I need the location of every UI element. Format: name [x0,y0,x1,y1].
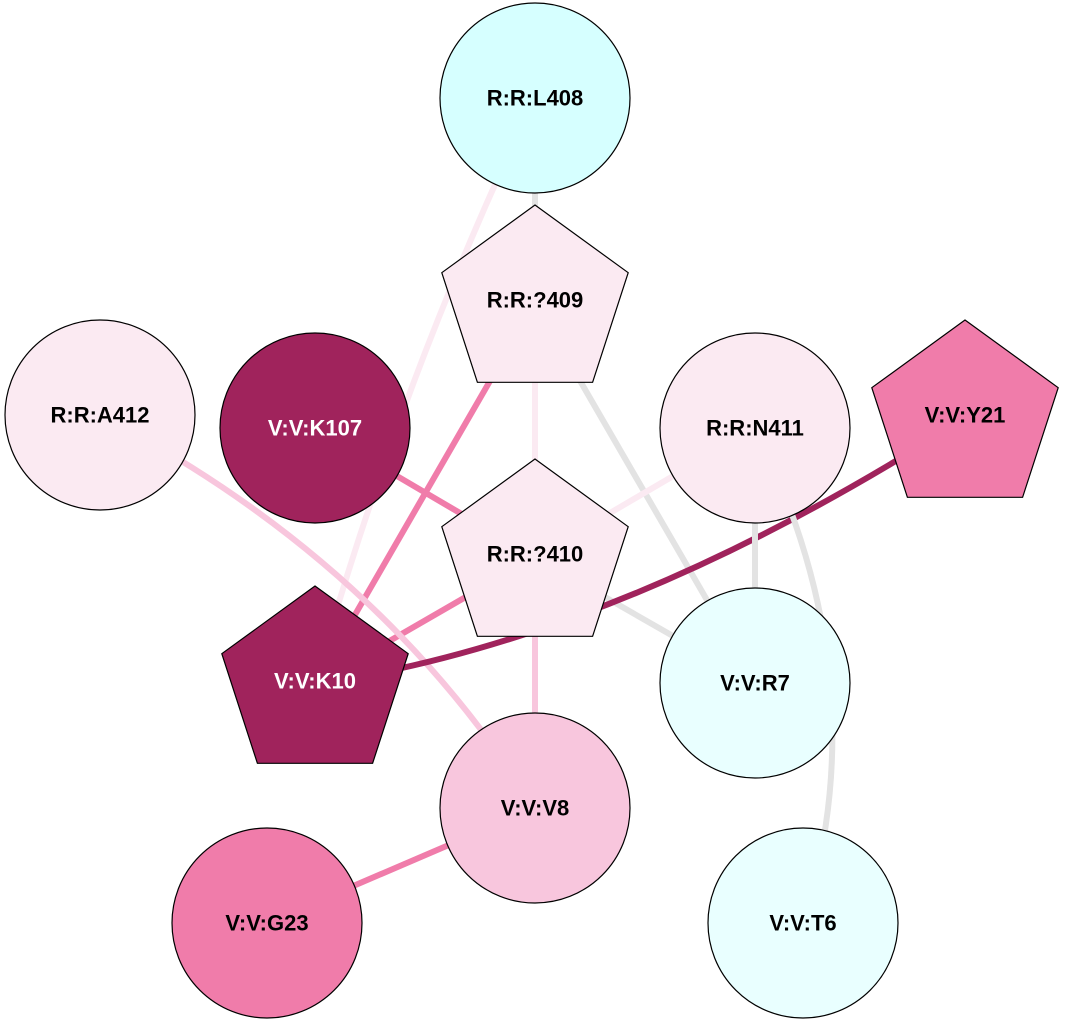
node-label: V:V:R7 [720,671,790,696]
node-label: V:V:K10 [274,669,356,694]
node-label: V:V:G23 [225,911,308,936]
node-label: R:R:?410 [487,542,584,567]
pentagon-shape [871,319,1059,498]
circle-shape [171,827,363,1019]
node-Q410[interactable]: R:R:?410 [441,458,629,637]
node-Q409[interactable]: R:R:?409 [441,204,629,383]
pentagon-shape [441,204,629,383]
circle-shape [659,587,851,779]
node-V8[interactable]: V:V:V8 [439,712,631,904]
circle-shape [707,827,899,1019]
node-label: R:R:N411 [706,416,804,441]
node-label: R:R:?409 [487,288,584,313]
node-label: R:R:L408 [487,86,584,111]
node-Y21[interactable]: V:V:Y21 [871,319,1059,498]
pentagon-shape [221,585,409,764]
circle-shape [4,319,196,511]
node-label: V:V:V8 [501,796,569,821]
node-R7[interactable]: V:V:R7 [659,587,851,779]
node-K10[interactable]: V:V:K10 [221,585,409,764]
pentagon-shape [441,458,629,637]
node-G23[interactable]: V:V:G23 [171,827,363,1019]
node-T6[interactable]: V:V:T6 [707,827,899,1019]
circle-shape [219,332,411,524]
node-label: R:R:A412 [50,403,149,428]
node-N411[interactable]: R:R:N411 [659,332,851,524]
node-label: V:V:Y21 [925,403,1006,428]
node-label: V:V:K107 [268,416,362,441]
circle-shape [659,332,851,524]
node-L408[interactable]: R:R:L408 [439,2,631,194]
node-A412[interactable]: R:R:A412 [4,319,196,511]
node-label: V:V:T6 [769,911,836,936]
node-K107[interactable]: V:V:K107 [219,332,411,524]
circle-shape [439,712,631,904]
circle-shape [439,2,631,194]
